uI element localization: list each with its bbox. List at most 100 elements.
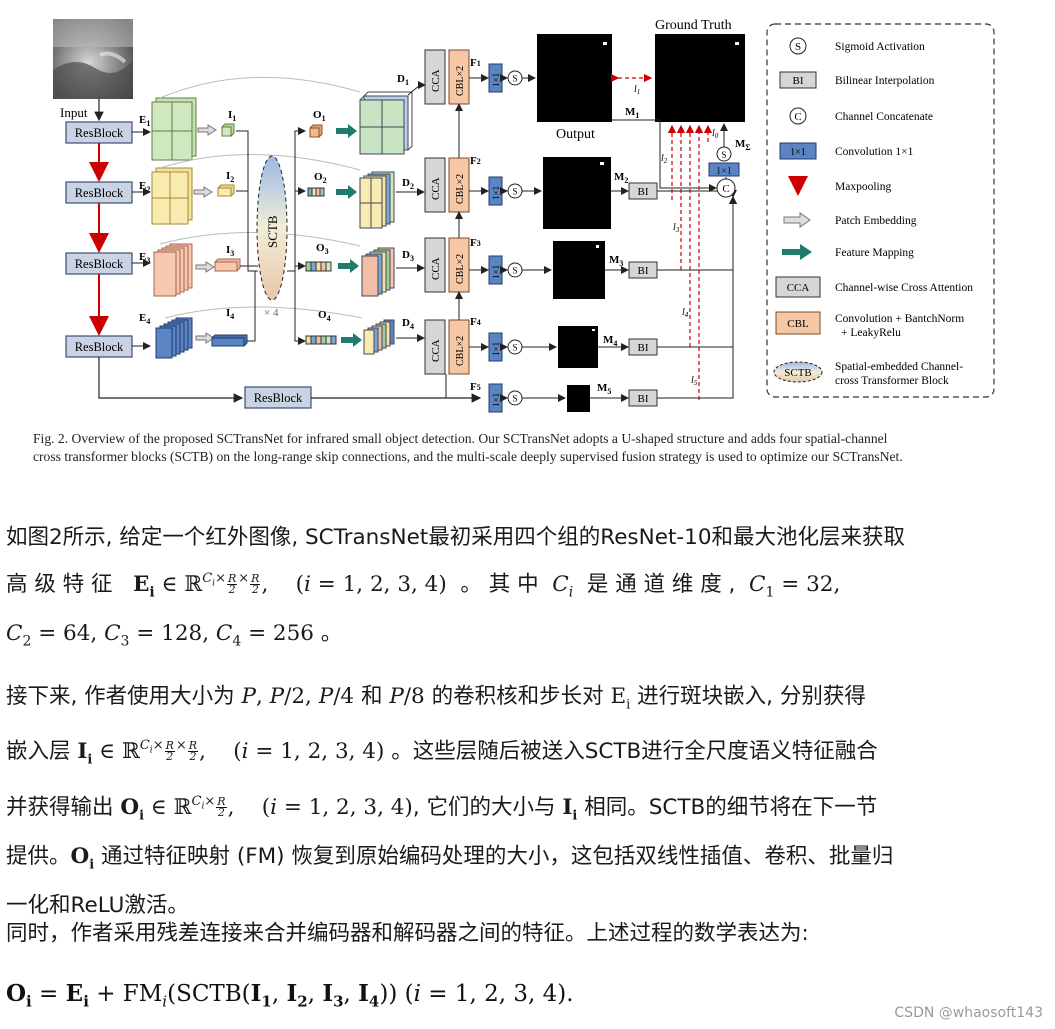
svg-text:C: C: [722, 183, 729, 195]
svg-text:S: S: [721, 150, 726, 160]
svg-text:E1: E1: [139, 114, 150, 128]
maxpool-arrows: [89, 99, 482, 403]
svg-text:O1: O1: [313, 109, 326, 123]
svg-text:I1: I1: [228, 109, 236, 123]
feature-mapping-arrows: [336, 124, 362, 347]
legend-text: Convolution 1×1: [835, 146, 914, 158]
legend-text: Patch Embedding: [835, 215, 917, 227]
legend-item-7: Feature Mapping: [782, 244, 914, 260]
svg-text:I4: I4: [226, 307, 234, 321]
svg-text:S: S: [512, 394, 517, 404]
legend-text: Channel Concatenate: [835, 111, 933, 123]
loss-arrows: [610, 73, 713, 400]
paragraph-1: 如图2所示, 给定一个红外图像, SCTransNet最初采用四个组的ResNe…: [6, 517, 1050, 663]
svg-text:1×1: 1×1: [716, 166, 732, 177]
p2-line-1: 接下来, 作者使用大小为 P, P/2, P/4 和 P/8 的卷积核和步长对 …: [6, 684, 866, 713]
p1-line-1: 如图2所示, 给定一个红外图像, SCTransNet最初采用四个组的ResNe…: [6, 525, 905, 550]
legend-text: Spatial-embedded Channel-: [835, 361, 963, 373]
legend-text: Bilinear Interpolation: [835, 75, 935, 87]
legend-item-1: S Sigmoid Activation: [789, 37, 925, 55]
bi-label: BI: [638, 265, 649, 277]
legend-item-5: Maxpooling: [788, 176, 891, 196]
p2-line-5: 一化和ReLU激活。: [6, 893, 189, 919]
sctb-block: SCTB × 4: [256, 155, 288, 319]
encoder-feature-maps: [151, 97, 197, 359]
svg-text:l5: l5: [691, 375, 698, 387]
svg-text:E4: E4: [139, 312, 150, 326]
svg-text:1×1: 1×1: [790, 147, 806, 158]
input-image: [53, 19, 133, 99]
svg-text:C: C: [794, 111, 801, 123]
legend-text: Channel-wise Cross Attention: [835, 282, 973, 294]
svg-text:CBL: CBL: [787, 318, 809, 330]
svg-text:D4: D4: [402, 317, 414, 331]
legend-text-2: + LeakyRelu: [841, 327, 901, 339]
resblock-2: ResBlock: [75, 186, 124, 200]
o-labels: O1 O2 O3 O4: [313, 109, 331, 323]
conv-label: 1×1: [491, 73, 501, 87]
svg-text:M1: M1: [625, 106, 639, 120]
svg-text:M2: M2: [614, 171, 628, 185]
i-labels: I1 I2 I3 I4: [226, 109, 236, 321]
sigmoid-label: S: [512, 187, 517, 197]
p1-line-3: C2 = 64, C3 = 128, C4 = 256 。: [6, 621, 343, 650]
svg-text:× 4: × 4: [264, 307, 279, 319]
svg-text:D1: D1: [397, 73, 409, 87]
token-embeddings: [211, 123, 248, 347]
paragraph-2: 接下来, 作者使用大小为 P, P/2, P/4 和 P/8 的卷积核和步长对 …: [6, 676, 1050, 926]
bi-label: BI: [638, 393, 649, 405]
svg-text:F5: F5: [470, 381, 481, 393]
svg-text:l3: l3: [673, 222, 680, 234]
svg-text:l1: l1: [634, 84, 640, 96]
caption-line-1: Fig. 2. Overview of the proposed SCTrans…: [33, 431, 888, 446]
f-label: F1: [470, 57, 481, 69]
legend-item-2: BI Bilinear Interpolation: [779, 71, 935, 89]
equation: Oi = Ei + FMi(SCTB(I1, I2, I3, I4)) (i =…: [6, 980, 574, 1011]
resblock-1: ResBlock: [75, 126, 124, 140]
svg-text:1×1: 1×1: [491, 393, 501, 407]
svg-text:l4: l4: [682, 307, 689, 319]
decoder-stage-2: CCA CBL×2 F2 1×1 S: [424, 103, 542, 213]
e-labels: E1 E2 E3 E4: [139, 114, 150, 326]
svg-text:S: S: [795, 41, 801, 53]
svg-text:M4: M4: [603, 334, 617, 348]
conv-label: 1×1: [491, 342, 501, 356]
svg-text:BI: BI: [793, 75, 804, 87]
f-label: F4: [470, 316, 481, 328]
decoder-feature-maps: [359, 91, 413, 355]
cbl-label: CBL×2: [455, 254, 466, 284]
legend-text: Sigmoid Activation: [835, 41, 925, 53]
encoder-resblocks: ResBlock ResBlock ResBlock ResBlock ResB…: [65, 121, 312, 409]
d-labels: D1 D2 D3 D4: [397, 73, 414, 331]
watermark: CSDN @whaosoft143: [894, 1005, 1043, 1021]
p2-line-4: 提供。Oi 通过特征映射 (FM) 恢复到原始编码处理的大小，这包括双线性插值、…: [6, 843, 894, 873]
legend-item-4: 1×1 Convolution 1×1: [779, 142, 914, 160]
svg-text:D2: D2: [402, 177, 414, 191]
f-label: F2: [470, 155, 481, 167]
conv-label: 1×1: [491, 186, 501, 200]
cca-label: CCA: [430, 177, 442, 200]
svg-text:M5: M5: [597, 382, 611, 396]
svg-text:O4: O4: [318, 309, 331, 323]
output-tokens: [305, 124, 337, 345]
resblock-3: ResBlock: [75, 257, 124, 271]
svg-text:l2: l2: [661, 153, 668, 165]
input-label: Input: [60, 105, 88, 120]
gt-label: Ground Truth: [655, 18, 732, 33]
figure-caption: Fig. 2. Overview of the proposed SCTrans…: [33, 430, 1023, 466]
cbl-label: CBL×2: [455, 174, 466, 204]
cbl-label: CBL×2: [455, 336, 466, 366]
f-label: F3: [470, 237, 481, 249]
resblock-4: ResBlock: [75, 340, 124, 354]
legend-text: Feature Mapping: [835, 247, 914, 259]
paragraph-3: 同时，作者采用残差连接来合并编码器和解码器之间的特征。上述过程的数学表达为:: [6, 921, 809, 946]
